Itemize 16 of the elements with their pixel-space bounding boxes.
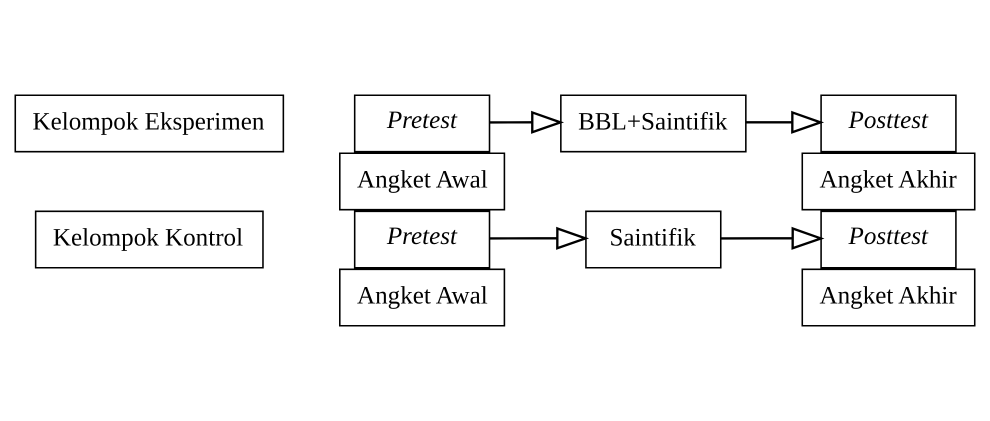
arrow (746, 110, 824, 134)
node-box: Angket Awal (339, 268, 506, 327)
node-box: Posttest (820, 94, 957, 152)
node-box: Angket Akhir (802, 268, 976, 327)
node-box: Kelompok Kontrol (34, 210, 264, 269)
arrow (720, 226, 824, 250)
node-box: Kelompok Eksperimen (14, 94, 284, 152)
arrow (490, 110, 564, 134)
node-box: Pretest (354, 94, 490, 152)
node-box: Angket Awal (339, 152, 506, 210)
node-box: BBL+Saintifik (560, 94, 747, 152)
node-box: Pretest (354, 210, 490, 269)
node-box: Angket Akhir (802, 152, 976, 210)
node-box: Saintifik (585, 210, 722, 269)
arrow (490, 226, 590, 250)
node-box: Posttest (820, 210, 957, 269)
